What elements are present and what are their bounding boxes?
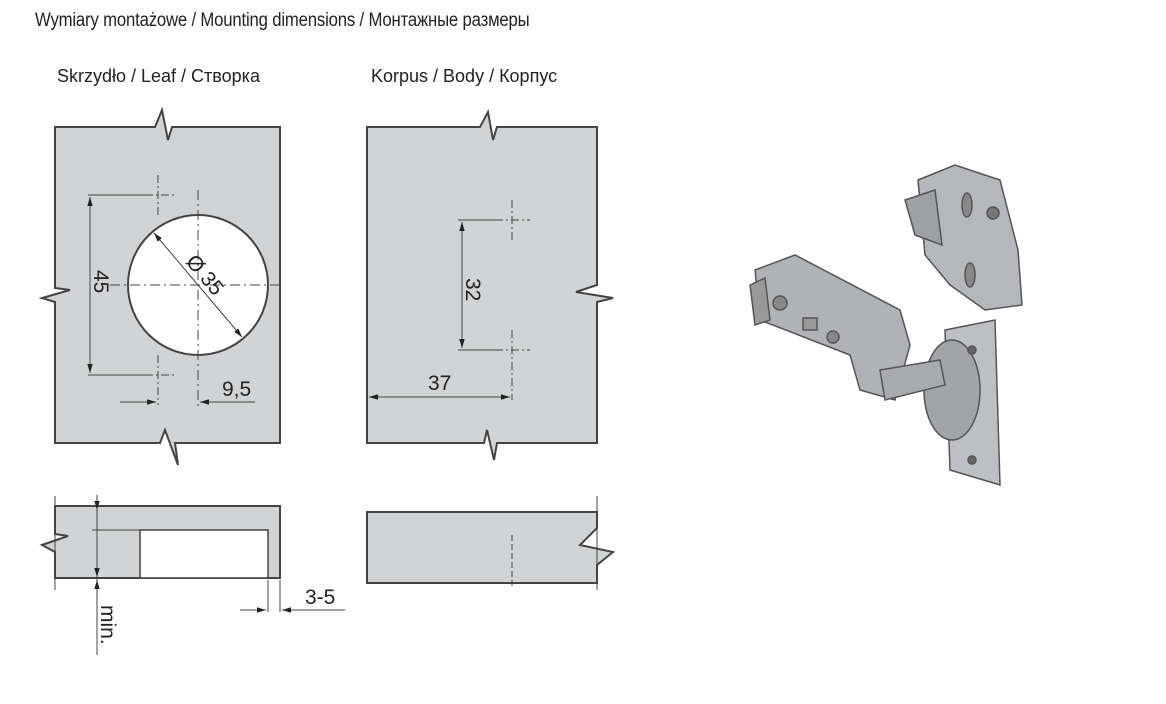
body-label: Korpus / Body / Корпус	[371, 66, 558, 86]
diagram-title: Wymiary montażowe / Mounting dimensions …	[35, 10, 530, 31]
dim-min: min.	[96, 605, 119, 645]
dim-9-5: 9,5	[222, 378, 251, 401]
dim-37: 37	[428, 372, 451, 395]
body-side-view	[366, 511, 616, 584]
leaf-side-view	[39, 505, 281, 579]
dim-45: 45	[89, 270, 112, 293]
dim-32: 32	[461, 278, 484, 301]
leaf-label: Skrzydło / Leaf / Створка	[57, 66, 260, 86]
leaf-top-view	[38, 106, 281, 466]
hinge-illustration	[749, 164, 1023, 487]
dim-3-5: 3-5	[305, 586, 335, 609]
body-top-view	[366, 108, 614, 461]
